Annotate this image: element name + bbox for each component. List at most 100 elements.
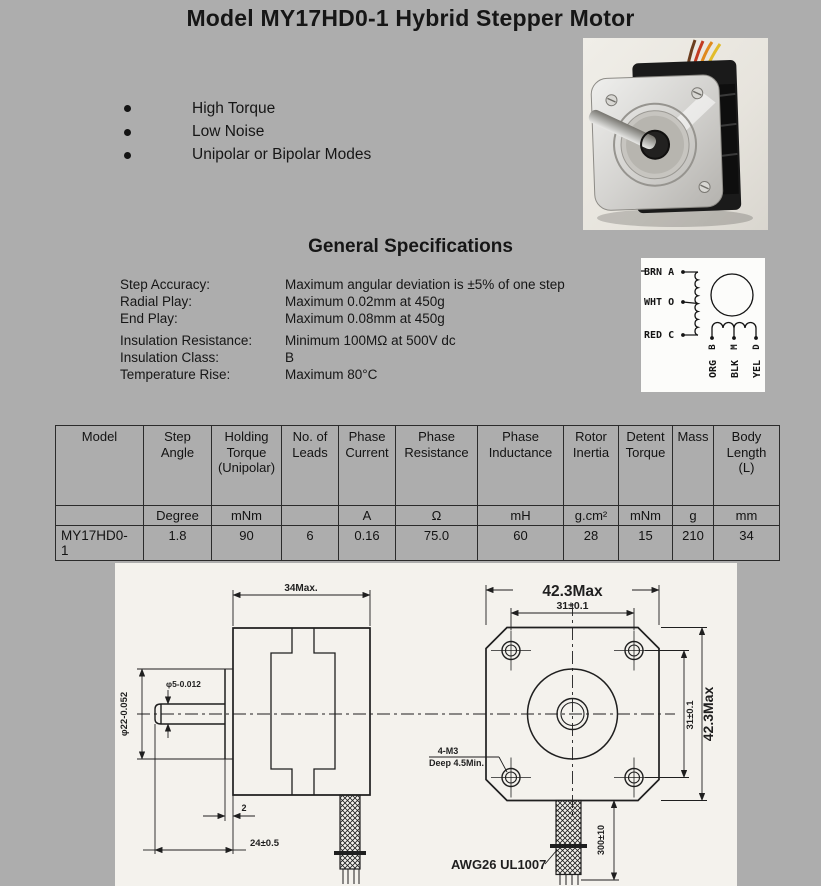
col-header: Holding Torque (Unipolar): [211, 425, 282, 506]
unit-cell: [281, 505, 339, 526]
unit-cell: mNm: [211, 505, 282, 526]
wire-color-org: ORG: [708, 360, 719, 378]
feature-label: High Torque: [192, 99, 276, 117]
col-header: Step Angle: [143, 425, 212, 506]
col-header: Model: [55, 425, 144, 506]
feature-label: Low Noise: [192, 123, 265, 141]
dim-width-top-label: 42.3Max: [542, 583, 603, 600]
unit-cell: mm: [713, 505, 780, 526]
shaft-circle: [556, 697, 589, 731]
spec-row: End Play: Maximum 0.08mm at 450g: [120, 311, 565, 328]
terminal-label-b: B: [708, 344, 718, 350]
unit-cell: g.cm²: [563, 505, 619, 526]
spec-label: Step Accuracy:: [120, 277, 211, 292]
spec-label: Temperature Rise:: [120, 366, 231, 382]
unit-cell: A: [338, 505, 396, 526]
value-cell: 1.8: [143, 525, 212, 561]
value-cell: 75.0: [395, 525, 478, 561]
dim-shaft-len-label: 24±0.5: [250, 838, 280, 849]
unit-cell: mNm: [618, 505, 673, 526]
wire-ribbon-side: [339, 794, 361, 870]
col-header: Phase Inductance: [477, 425, 564, 506]
spec-row: Radial Play: Maximum 0.02mm at 450g: [120, 294, 565, 311]
table-row: MY17HD0-1 1.8 90 6 0.16 75.0 60 28 15 21…: [55, 525, 780, 561]
dim-holes-top-label: 31±0.1: [556, 600, 588, 612]
col-header: Phase Current: [338, 425, 396, 506]
unit-cell: g: [672, 505, 714, 526]
value-cell: 210: [672, 525, 714, 561]
value-cell: 90: [211, 525, 282, 561]
general-specs-heading: General Specifications: [308, 236, 513, 257]
spec-value: B: [285, 350, 295, 366]
wire-color-yel: YEL: [752, 360, 763, 378]
spec-value: Maximum angular deviation is ±5% of one …: [285, 277, 565, 292]
feature-label: Unipolar or Bipolar Modes: [192, 146, 372, 164]
wiring-diagram-image: BRN A WHT O RED C B M D ORG BLK YEL: [641, 267, 763, 378]
spec-label: Radial Play:: [120, 293, 193, 309]
spec-label: Insulation Resistance:: [120, 333, 253, 349]
list-item: Unipolar or Bipolar Modes: [124, 144, 371, 167]
value-cell: 34: [713, 525, 780, 561]
dim-width-right-label: 42.3Max: [700, 687, 716, 742]
col-header: Mass: [672, 425, 714, 506]
model-cell: MY17HD0-1: [55, 525, 144, 561]
spec-value: Maximum 80°C: [285, 366, 378, 382]
bullet-icon: [124, 128, 131, 136]
pilot-circle: [526, 668, 619, 760]
list-item: Low Noise: [124, 120, 371, 143]
value-cell: 28: [563, 525, 619, 561]
terminal-label-m: M: [730, 344, 740, 350]
horizontal-coil: [711, 321, 757, 337]
dimension-drawing-image: φ22-0.052 φ5-0.012 34Max. 2 24±0.5: [119, 583, 716, 885]
general-specs-list: Step Accuracy: Maximum angular deviation…: [120, 277, 565, 384]
feature-list: High Torque Low Noise Unipolar or Bipola…: [124, 97, 371, 167]
dim-wire-len-label: 300±10: [596, 825, 606, 855]
spec-label: End Play:: [120, 310, 178, 326]
unit-cell: Ω: [395, 505, 478, 526]
screw-note-line1: 4-M3: [438, 746, 459, 756]
wire-note-label: AWG26 UL1007: [451, 857, 546, 872]
value-cell: 15: [618, 525, 673, 561]
phase-label-a: BRN A: [644, 267, 674, 278]
dim-shaft-label: φ5-0.012: [166, 679, 201, 689]
dim-boss-label: φ22-0.052: [119, 692, 130, 736]
spec-row: Insulation Resistance: Minimum 100MΩ at …: [120, 333, 565, 350]
spec-value: Minimum 100MΩ at 500V dc: [285, 333, 456, 349]
table-header-row: Model Step Angle Holding Torque (Unipola…: [55, 425, 780, 506]
spec-row: Insulation Class: B: [120, 350, 565, 367]
spec-value: Maximum 0.08mm at 450g: [285, 310, 445, 326]
spec-value: Maximum 0.02mm at 450g: [285, 293, 445, 309]
value-cell: 0.16: [338, 525, 396, 561]
page-title: Model MY17HD0-1 Hybrid Stepper Motor: [186, 5, 635, 31]
col-header: Rotor Inertia: [563, 425, 619, 506]
spec-row: Temperature Rise: Maximum 80°C: [120, 367, 565, 384]
front-view-body: [485, 626, 660, 802]
motor-photo: [583, 38, 768, 230]
spec-row: Step Accuracy: Maximum angular deviation…: [120, 277, 565, 294]
bullet-icon: [124, 105, 131, 113]
phase-label-o: WHT O: [644, 297, 674, 308]
wiring-diagram: BRN A WHT O RED C B M D ORG BLK YEL: [641, 258, 765, 392]
motor-photo-image: [583, 38, 768, 230]
col-header: Phase Resistance: [395, 425, 478, 506]
value-cell: 60: [477, 525, 564, 561]
vertical-coil: [694, 271, 701, 336]
screw-note-line2: Deep 4.5Min.: [429, 758, 484, 768]
unit-cell: Degree: [143, 505, 212, 526]
col-header: Detent Torque: [618, 425, 673, 506]
table-units-row: Degree mNm A Ω mH g.cm² mNm g mm: [55, 505, 780, 526]
list-item: High Torque: [124, 97, 371, 120]
dim-holes-right-label: 31±0.1: [685, 700, 696, 730]
spec-table: Model Step Angle Holding Torque (Unipola…: [55, 425, 780, 561]
wire-ribbon-front: [555, 799, 582, 876]
value-cell: 6: [281, 525, 339, 561]
shaft-outline: [154, 703, 225, 725]
unit-cell: mH: [477, 505, 564, 526]
wire-color-blk: BLK: [730, 360, 741, 378]
spec-label: Insulation Class:: [120, 350, 220, 366]
bullet-icon: [124, 151, 131, 159]
col-header: Body Length (L): [713, 425, 780, 506]
phase-label-c: RED C: [644, 330, 674, 341]
side-view-body: [232, 627, 371, 796]
